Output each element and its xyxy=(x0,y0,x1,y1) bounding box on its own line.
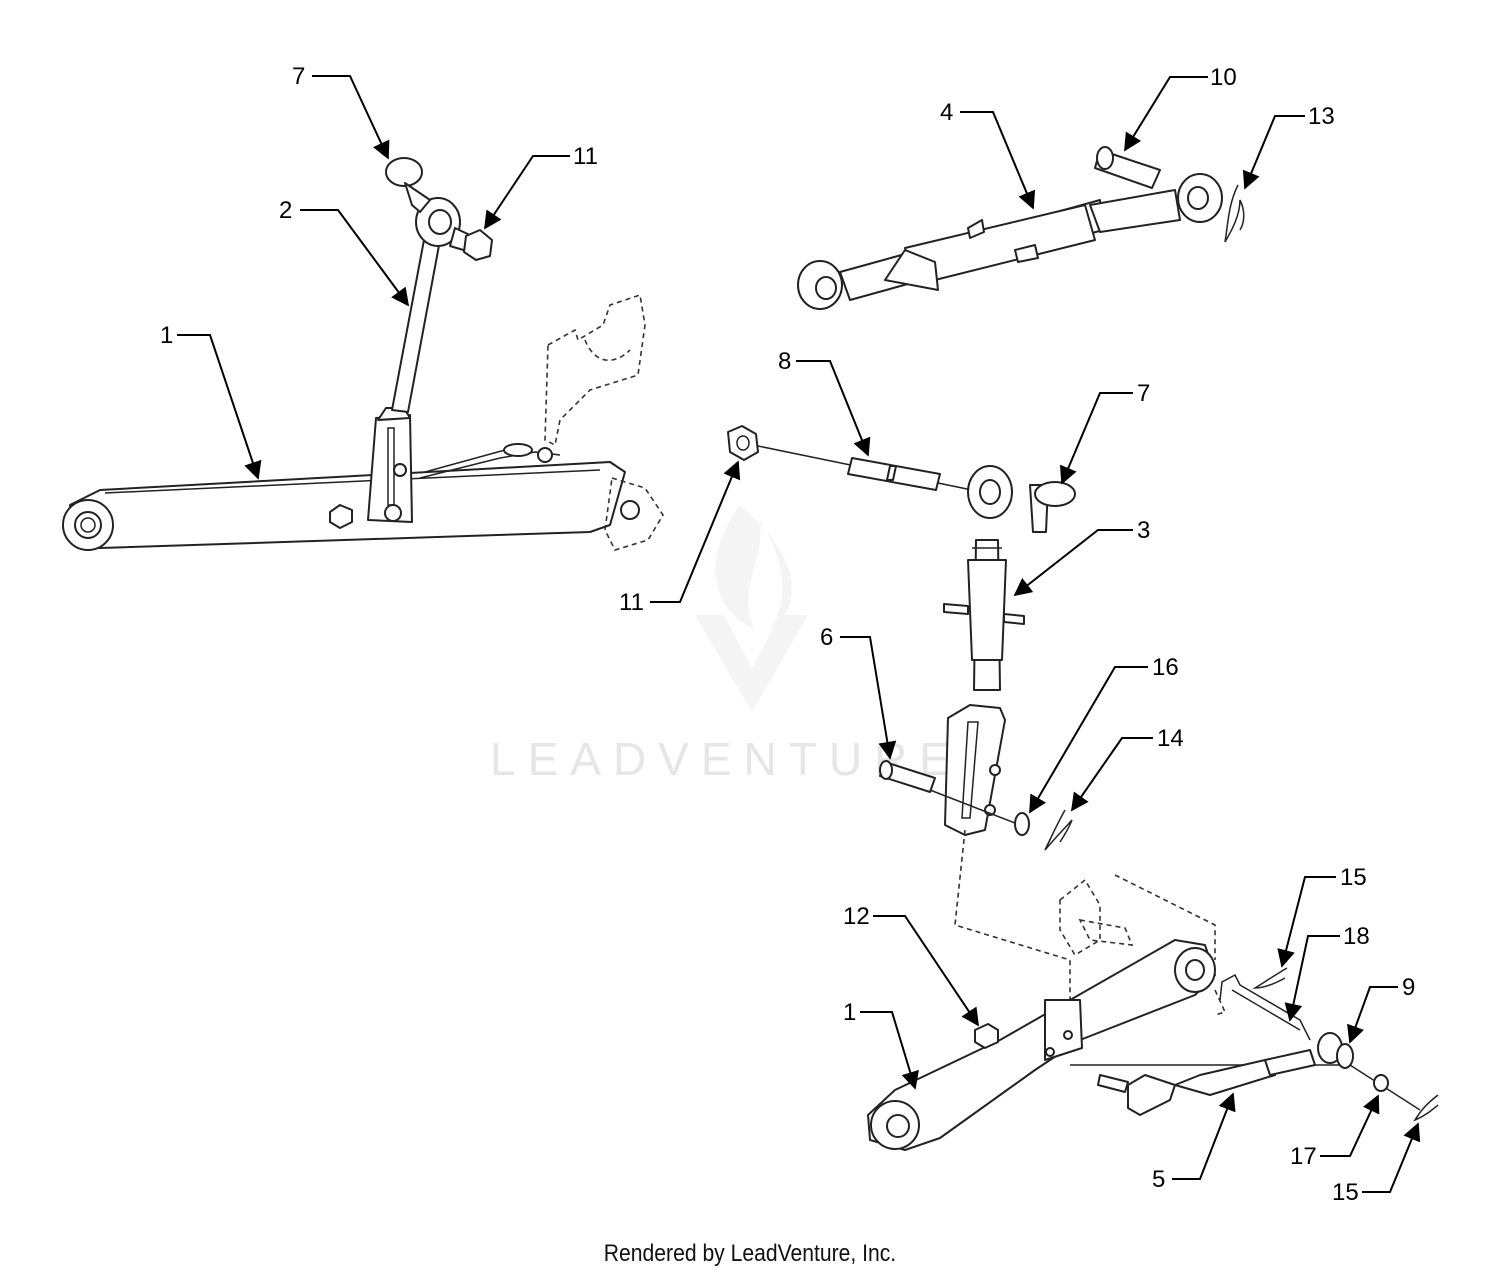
pin-6 xyxy=(879,760,936,793)
leader-16 xyxy=(1029,666,1148,814)
callout-1a: 1 xyxy=(160,322,173,349)
sway-chain-left xyxy=(419,443,561,479)
callout-15b: 15 xyxy=(1332,1179,1359,1206)
leader-11b xyxy=(650,460,741,603)
lift-rod-2 xyxy=(367,197,461,523)
rod-18 xyxy=(1219,973,1311,1041)
leader-7a xyxy=(312,75,390,160)
top-link-4 xyxy=(797,173,1223,310)
leader-14 xyxy=(1070,737,1153,812)
leader-9 xyxy=(1347,986,1398,1044)
clip-14 xyxy=(1044,809,1073,851)
callout-7b: 7 xyxy=(1137,380,1150,407)
callout-17: 17 xyxy=(1290,1143,1317,1170)
callout-9: 9 xyxy=(1402,974,1415,1001)
sway-bar-5 xyxy=(1070,1032,1350,1116)
watermark-logo xyxy=(695,505,808,712)
lower-link-left xyxy=(62,461,664,551)
clip-13 xyxy=(1224,184,1245,243)
lift-rod-3 xyxy=(943,465,1025,836)
clip-15-upper xyxy=(1252,967,1288,989)
washer-17 xyxy=(1373,1074,1389,1092)
leader-10 xyxy=(1124,76,1208,152)
leader-3 xyxy=(1013,529,1133,597)
leader-4 xyxy=(960,111,1036,210)
nut-11-center xyxy=(727,425,759,461)
callout-11a: 11 xyxy=(573,143,598,170)
mount-frame-dashed xyxy=(954,829,1227,1016)
leader-18 xyxy=(1284,935,1340,1022)
leader-5 xyxy=(1172,1092,1236,1180)
leader-12 xyxy=(873,915,980,1027)
lower-link-right xyxy=(867,939,1216,1151)
callout-4: 4 xyxy=(940,99,953,126)
nut-12 xyxy=(974,1023,999,1049)
callout-12: 12 xyxy=(843,903,870,930)
callout-8: 8 xyxy=(778,348,791,375)
leader-17 xyxy=(1320,1094,1380,1157)
pin-8 xyxy=(847,457,941,491)
callout-7a: 7 xyxy=(292,63,305,90)
washer-16 xyxy=(1014,812,1030,836)
leader-1a xyxy=(177,334,262,480)
pin-7-center xyxy=(1029,481,1076,533)
clip-15-lower xyxy=(1413,1094,1439,1122)
mount-bracket-left xyxy=(544,293,646,447)
callout-10: 10 xyxy=(1210,64,1237,91)
callout-16: 16 xyxy=(1152,654,1179,681)
leader-2 xyxy=(300,209,410,307)
pin-7-left xyxy=(385,157,431,213)
callout-11b: 11 xyxy=(619,589,644,616)
leader-11a xyxy=(484,155,570,230)
pin-10 xyxy=(1094,146,1161,189)
callout-3: 3 xyxy=(1137,517,1150,544)
callout-15a: 15 xyxy=(1340,864,1367,891)
leader-15b xyxy=(1362,1122,1421,1193)
footer-credit: Rendered by LeadVenture, Inc. xyxy=(603,1240,897,1267)
callout-2: 2 xyxy=(279,197,292,224)
axis-line-pin-6 xyxy=(929,789,1021,826)
bolt-11-left xyxy=(449,227,493,261)
leader-1b xyxy=(860,1011,919,1090)
callout-18: 18 xyxy=(1343,923,1370,950)
leader-8 xyxy=(796,360,871,457)
callout-1b: 1 xyxy=(843,999,856,1026)
leader-13 xyxy=(1242,115,1305,190)
leader-7b xyxy=(1060,392,1133,485)
leader-6 xyxy=(840,636,897,760)
washer-9 xyxy=(1336,1043,1354,1069)
leader-15a xyxy=(1277,876,1336,968)
watermark-text: LEADVENTURE xyxy=(490,733,962,785)
callout-6: 6 xyxy=(820,624,833,651)
callout-13: 13 xyxy=(1308,103,1335,130)
callout-14: 14 xyxy=(1157,725,1184,752)
callout-5: 5 xyxy=(1152,1166,1165,1193)
